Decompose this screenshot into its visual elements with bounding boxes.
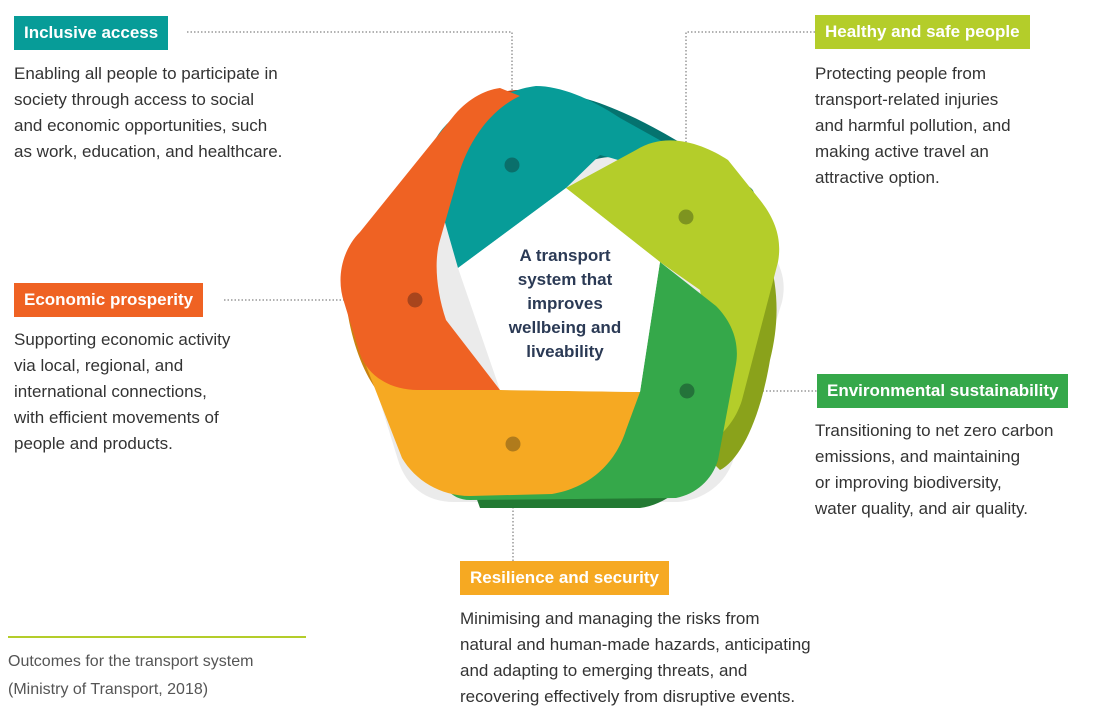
description-line: international connections, <box>14 382 207 401</box>
description-line: water quality, and air quality. <box>815 499 1028 518</box>
center-line: system that <box>517 270 613 289</box>
caption-line: (Ministry of Transport, 2018) <box>8 681 209 698</box>
resilience-security-description: Minimising and managing the risks from n… <box>460 606 811 710</box>
inclusive-access-description: Enabling all people to participate in so… <box>14 61 282 165</box>
connector-dots <box>407 157 695 452</box>
description-line: or improving biodiversity, <box>815 473 1002 492</box>
description-line: Protecting people from <box>815 64 987 83</box>
description-line: and harmful pollution, and <box>815 116 1011 135</box>
dot-environmental <box>679 383 695 399</box>
description-line: people and products. <box>14 434 173 453</box>
resilience-security-label: Resilience and security <box>460 561 669 595</box>
figure-caption: Outcomes for the transport system (Minis… <box>8 648 253 704</box>
description-line: Minimising and managing the risks from <box>460 609 760 628</box>
dot-inclusive <box>504 157 520 173</box>
center-line: wellbeing and <box>508 318 622 337</box>
economic-prosperity-description: Supporting economic activity via local, … <box>14 327 230 457</box>
dot-healthy <box>678 209 694 225</box>
economic-prosperity-label: Economic prosperity <box>14 283 204 317</box>
description-line: and adapting to emerging threats, and <box>460 661 748 680</box>
center-caption: A transport system that improves wellbei… <box>480 244 650 364</box>
description-line: natural and human-made hazards, anticipa… <box>460 635 811 654</box>
description-line: Supporting economic activity <box>14 330 231 349</box>
description-line: via local, regional, and <box>14 356 184 375</box>
segment-inclusive <box>429 86 746 268</box>
dot-resilience <box>505 436 521 452</box>
center-line: A transport <box>519 246 611 265</box>
inclusive-access-label: Inclusive access <box>14 16 169 50</box>
segment-environmental <box>448 262 737 500</box>
description-line: transport-related injuries <box>815 90 999 109</box>
description-line: attractive option. <box>815 168 940 187</box>
environmental-sustainability-description: Transitioning to net zero carbon emissio… <box>815 418 1053 522</box>
description-line: emissions, and maintaining <box>815 447 1021 466</box>
healthy-safe-people-description: Protecting people from transport-related… <box>815 61 1011 191</box>
healthy-safe-people-label: Healthy and safe people <box>815 15 1030 49</box>
caption-rule <box>8 636 306 638</box>
description-line: Enabling all people to participate in <box>14 64 278 83</box>
segment-resilience <box>351 296 640 496</box>
inner-pentagon <box>458 188 660 392</box>
description-line: as work, education, and healthcare. <box>14 142 283 161</box>
center-line: improves <box>527 294 603 313</box>
description-line: Transitioning to net zero carbon <box>815 421 1054 440</box>
description-line: making active travel an <box>815 142 989 161</box>
description-line: with efficient movements of <box>14 408 219 427</box>
dot-economic <box>407 292 423 308</box>
caption-line: Outcomes for the transport system <box>8 653 254 670</box>
description-line: recovering effectively from disruptive e… <box>460 687 796 706</box>
center-line: liveability <box>526 342 604 361</box>
segment-economic <box>340 88 520 390</box>
description-line: society through access to social <box>14 90 255 109</box>
description-line: and economic opportunities, such <box>14 116 268 135</box>
environmental-sustainability-label: Environmental sustainability <box>817 374 1069 408</box>
